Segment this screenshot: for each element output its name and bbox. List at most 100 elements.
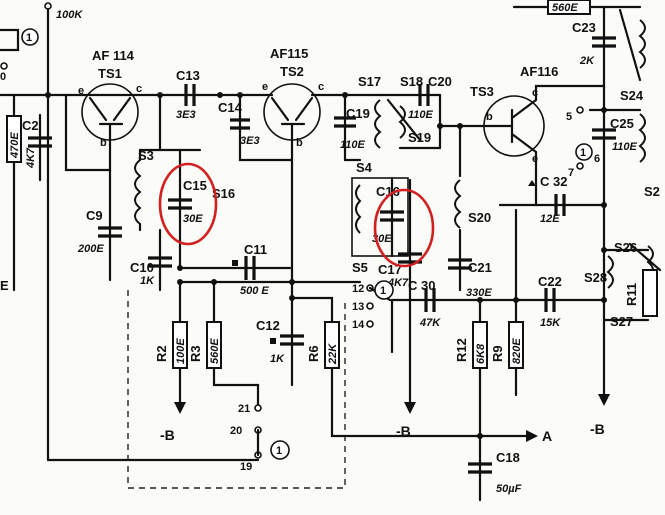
ts3-type: AF116 bbox=[520, 64, 558, 79]
r3-value: 560E bbox=[209, 338, 221, 364]
s2-label: S2 bbox=[644, 184, 660, 199]
r6-value: 22K bbox=[327, 343, 339, 365]
c30-value: 47K bbox=[419, 317, 441, 329]
terminal-5: 5 bbox=[566, 111, 572, 123]
c13-value: 3E3 bbox=[176, 109, 196, 121]
c18-label: C18 bbox=[496, 450, 520, 465]
output-a: A bbox=[478, 428, 552, 444]
s28-label: S28 bbox=[584, 270, 607, 285]
resistor-r2: R2 100E -B bbox=[154, 280, 188, 443]
capacitor-c18: C18 50µF bbox=[468, 434, 522, 502]
c25-value: 110E bbox=[612, 141, 638, 153]
c13-label: C13 bbox=[176, 68, 200, 83]
c18-value: 50µF bbox=[496, 483, 522, 495]
c10-label: C10 bbox=[130, 260, 154, 275]
capacitor-c13: C13 3E3 bbox=[158, 68, 222, 121]
s3-label: S3 bbox=[138, 148, 154, 163]
ts1-name: TS1 bbox=[98, 66, 122, 81]
resistor-r12: R12 6K8 bbox=[454, 298, 488, 438]
transistor-ts3: AF116 TS3 b c e bbox=[470, 64, 558, 165]
capacitor-c14: C14 3E3 bbox=[218, 100, 260, 147]
terminal-1-mid: 1 bbox=[380, 285, 386, 297]
c16-label: C16 bbox=[376, 184, 400, 199]
c12-value: 1K bbox=[270, 353, 285, 365]
resistor-r3: R3 560E bbox=[188, 280, 260, 407]
terminal-6: 6 bbox=[594, 153, 600, 165]
c11-label: C11 bbox=[244, 242, 267, 257]
c15-label: C15 bbox=[183, 178, 207, 193]
capacitor-c12: C12 1K bbox=[256, 318, 304, 365]
ts2-pin-e: e bbox=[262, 81, 268, 93]
c32-label: C 32 bbox=[540, 174, 567, 189]
capacitor-c32: C 32 12E bbox=[498, 150, 606, 225]
capacitor-c11: C11 500 E bbox=[178, 242, 292, 297]
ts1-pin-c: c bbox=[136, 83, 142, 95]
s4-label: S4 bbox=[356, 160, 373, 175]
capacitor-c2: C2 4K7 bbox=[22, 113, 52, 182]
c30-label: C 30 bbox=[408, 278, 435, 293]
s19-label: S19 bbox=[408, 130, 431, 145]
r2-minus-b: -B bbox=[160, 427, 175, 443]
r11-label: R11 bbox=[624, 283, 639, 306]
terminal-20: 20 bbox=[230, 425, 242, 437]
switch-12-13-14: 12 13 14 1 bbox=[352, 280, 394, 354]
r12-label: R12 bbox=[454, 338, 469, 362]
c12-label: C12 bbox=[256, 318, 280, 333]
c10-value: 1K bbox=[140, 275, 155, 287]
c9-value: 200E bbox=[77, 243, 104, 255]
capacitor-c22: C22 15K bbox=[514, 274, 606, 329]
r2-value: 100E bbox=[175, 338, 187, 364]
c21-value: 330E bbox=[466, 287, 492, 299]
terminal-19: 19 bbox=[240, 461, 252, 473]
switch-19-20-21: 21 20 19 1 bbox=[46, 403, 290, 473]
highlight-c16-c17 bbox=[373, 188, 435, 268]
resistor-560e-top: 560E bbox=[552, 2, 578, 14]
c22-label: C22 bbox=[538, 274, 562, 289]
ts1-pin-b: b bbox=[100, 137, 107, 149]
c15-value: 30E bbox=[183, 213, 203, 225]
capacitor-c9: C9 200E bbox=[77, 168, 122, 282]
ts2-type: AF115 bbox=[270, 46, 308, 61]
ts2-pin-b: b bbox=[296, 137, 303, 149]
terminal-1-top-left: 1 bbox=[26, 32, 32, 44]
s27-label: S27 bbox=[610, 314, 633, 329]
ts1-type: AF 114 bbox=[92, 48, 135, 63]
ts1-pin-e: e bbox=[78, 85, 84, 97]
dashed-enclosure bbox=[127, 290, 346, 489]
transistor-ts1: AF 114 TS1 e c b bbox=[78, 48, 142, 149]
ts2-name: TS2 bbox=[280, 64, 304, 79]
resistor-r6: R6 22K bbox=[290, 296, 482, 438]
junction-dots bbox=[157, 92, 607, 439]
terminal-14: 14 bbox=[352, 319, 365, 331]
c22-value: 15K bbox=[540, 317, 561, 329]
c20-label: C20 bbox=[428, 74, 452, 89]
ts3-pin-b: b bbox=[486, 111, 493, 123]
tank-s3-c15: S3 C15 30E S16 bbox=[134, 93, 235, 267]
ts3-name: TS3 bbox=[470, 84, 494, 99]
tank-s17-c19: S17 C19 110E bbox=[334, 74, 382, 162]
c14-label: C14 bbox=[218, 100, 243, 115]
output-a-label: A bbox=[542, 428, 552, 444]
left-resistor-470e: 470E E bbox=[0, 93, 22, 293]
resistor-r9: R9 820E bbox=[490, 208, 524, 397]
s17-label: S17 bbox=[358, 74, 381, 89]
r12-value: 6K8 bbox=[475, 343, 487, 364]
terminal-21: 21 bbox=[238, 403, 250, 415]
terminal-1-switch: 1 bbox=[276, 445, 282, 457]
s24-label: S24 bbox=[620, 88, 644, 103]
r6-label: R6 bbox=[306, 345, 321, 362]
highlight-c15 bbox=[158, 162, 218, 246]
top-left-fragment: 1 100K 0 bbox=[0, 2, 162, 462]
label-left-e: E bbox=[0, 278, 9, 293]
c25-label: C25 bbox=[610, 116, 634, 131]
capacitor-c21: C21 330E bbox=[448, 228, 492, 299]
c2-label: C2 bbox=[22, 118, 39, 133]
coil-s20: S20 bbox=[454, 124, 491, 229]
terminal-0: 0 bbox=[0, 71, 6, 83]
resistor-top-left-value: 100K bbox=[56, 9, 83, 21]
tank-s4-c16: S4 C16 30E S5 C17 4K7 bbox=[351, 160, 435, 292]
right-section: 560E C23 2K S24 C25 110E 5 1 6 7 S2 S26 … bbox=[512, 0, 662, 437]
s5-label: S5 bbox=[352, 260, 368, 275]
r2-label: R2 bbox=[154, 345, 169, 362]
